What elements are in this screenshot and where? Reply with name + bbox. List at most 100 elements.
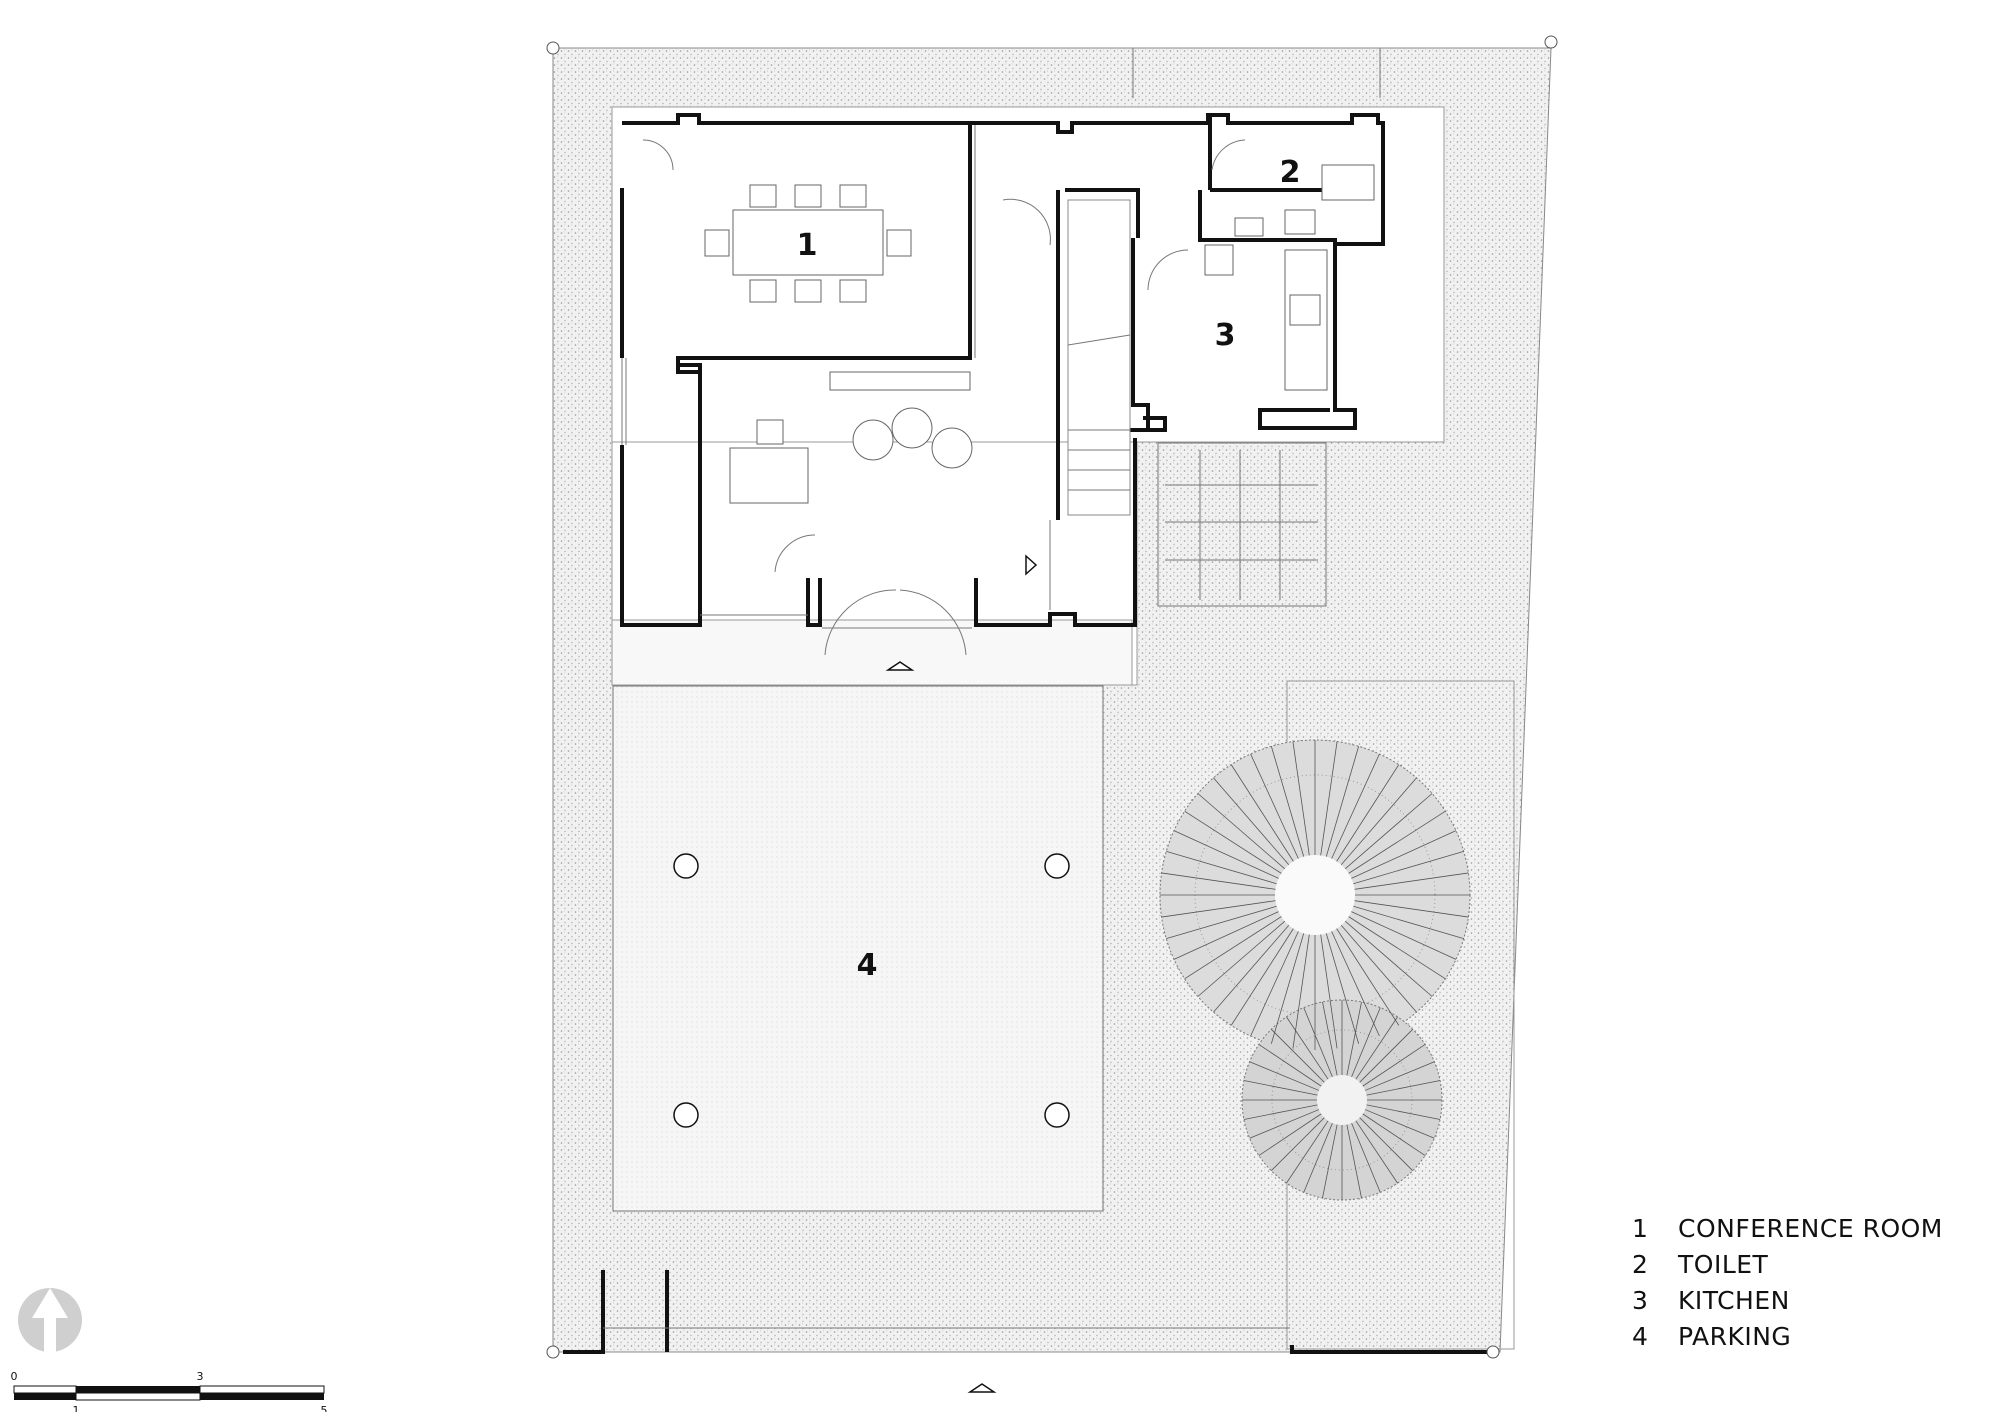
parking-column	[1044, 853, 1070, 879]
tree-ray	[1271, 1029, 1325, 1083]
tree-ray	[1213, 924, 1290, 1013]
tree-ray	[1359, 1029, 1413, 1083]
legend-label: TOILET	[1678, 1249, 1769, 1279]
scale-tick-label: 3	[197, 1370, 204, 1383]
entrance-marker-icon	[967, 1383, 997, 1393]
tree-ray	[1286, 1120, 1329, 1184]
gate-post	[1290, 1345, 1490, 1354]
tree-ray	[1184, 916, 1282, 980]
room-number-2: 2	[1280, 155, 1301, 190]
tree-ray	[1336, 764, 1400, 862]
parking-column	[673, 1102, 699, 1128]
tree-ray	[1173, 830, 1279, 879]
scale-tick-label: 1	[73, 1404, 80, 1412]
north-arrow-icon	[18, 1288, 82, 1352]
tree-ray	[1270, 746, 1305, 857]
tree-ray	[1250, 931, 1299, 1037]
scale-tick-label: 5	[321, 1404, 328, 1412]
tree-ray	[1173, 911, 1279, 960]
tree-ray	[1336, 928, 1400, 1026]
tree-ray	[1230, 764, 1294, 862]
tree-ray	[1351, 830, 1457, 879]
tree-ray	[1340, 777, 1417, 866]
tree-ray	[1325, 933, 1360, 1044]
conference-table	[704, 184, 912, 303]
tree-ray	[1286, 1016, 1329, 1080]
legend-label: KITCHEN	[1678, 1285, 1790, 1315]
tree-ray	[1258, 1113, 1322, 1156]
entrance-marker-icon	[1025, 554, 1038, 576]
tree-ray	[1355, 1016, 1398, 1080]
tree-ray	[1362, 1044, 1426, 1087]
tree-ray	[1292, 741, 1310, 856]
tree-ray	[1340, 924, 1417, 1013]
parking-column	[673, 853, 699, 879]
toilet-fixtures	[1234, 164, 1375, 237]
tree-ray	[1355, 1120, 1398, 1184]
tree-ray	[1322, 1124, 1338, 1199]
tree-ray	[1322, 1001, 1338, 1076]
gate-post	[563, 1270, 605, 1354]
tree-ray	[1230, 928, 1294, 1026]
legend-label: CONFERENCE ROOM	[1678, 1213, 1943, 1243]
door-swings	[642, 139, 1246, 656]
tree-ray	[1346, 1001, 1362, 1076]
entrance-marker-icon	[885, 661, 915, 671]
tree-ray	[1320, 741, 1338, 856]
tree-ray	[1258, 1044, 1322, 1087]
tree-ray	[1344, 920, 1433, 997]
tree-ray	[1344, 793, 1433, 870]
tree-ray	[1250, 753, 1299, 859]
tree-ray	[1362, 1113, 1426, 1156]
staircase	[1067, 199, 1131, 516]
kitchen-fixtures	[1204, 244, 1328, 391]
tree-ray	[1320, 934, 1338, 1049]
legend-number: 2	[1632, 1249, 1649, 1279]
tree-ray	[1366, 1104, 1441, 1120]
tree-ray	[1197, 793, 1286, 870]
tree-ray	[1161, 872, 1276, 890]
tree-ray	[1243, 1080, 1318, 1096]
tree-ray	[1303, 1122, 1333, 1193]
legend-item: 4 PARKING	[1632, 1318, 1943, 1354]
tree-ray	[1364, 1109, 1435, 1139]
tree-ray	[1359, 1117, 1413, 1171]
tree-rays	[1160, 740, 1470, 1200]
legend-number: 1	[1632, 1213, 1649, 1243]
legend-item: 1 CONFERENCE ROOM	[1632, 1210, 1943, 1246]
survey-point-icon	[546, 41, 560, 55]
tree-ray	[1243, 1104, 1318, 1120]
legend-item: 2 TOILET	[1632, 1246, 1943, 1282]
legend-item: 3 KITCHEN	[1632, 1282, 1943, 1318]
tree-ray	[1249, 1061, 1320, 1091]
tree-ray	[1351, 1122, 1381, 1193]
tree-ray	[1325, 746, 1360, 857]
room-legend: 1 CONFERENCE ROOM 2 TOILET 3 KITCHEN 4 P…	[1632, 1210, 1943, 1354]
tree-ray	[1353, 905, 1464, 940]
tree-ray	[1184, 810, 1282, 874]
room-number-1: 1	[797, 228, 818, 263]
tree-ray	[1348, 916, 1446, 980]
parking-column	[1044, 1102, 1070, 1128]
scale-tick-label: 0	[11, 1370, 18, 1383]
legend-number: 4	[1632, 1321, 1649, 1351]
tree-ray	[1346, 1124, 1362, 1199]
tree-ray	[1303, 1007, 1333, 1078]
room-number-3: 3	[1215, 318, 1236, 353]
tree-ray	[1213, 777, 1290, 866]
tree-ray	[1292, 934, 1310, 1049]
tree-ray	[1270, 933, 1305, 1044]
legend-label: PARKING	[1678, 1321, 1792, 1351]
windows	[621, 125, 1051, 629]
tree-ray	[1354, 900, 1469, 918]
tree-ray	[1351, 1007, 1381, 1078]
tree-ray	[1351, 911, 1457, 960]
tree-ray	[1331, 753, 1380, 859]
office-furniture	[729, 371, 973, 504]
tree-ray	[1366, 1080, 1441, 1096]
tree-ray	[1353, 850, 1464, 885]
tree-ray	[1354, 872, 1469, 890]
tree-ray	[1271, 1117, 1325, 1171]
survey-point-icon	[1486, 1345, 1500, 1359]
